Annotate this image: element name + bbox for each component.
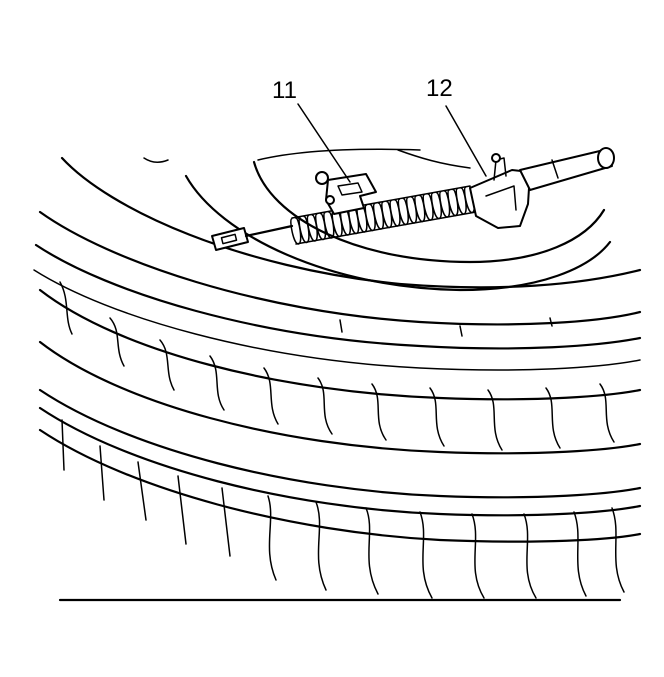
cable-spring-coils: [290, 185, 476, 245]
spring-icon: [290, 185, 477, 245]
cable-eyelet: [211, 227, 249, 251]
bracket-slot: [337, 182, 363, 196]
tread-edge-2: [38, 406, 642, 517]
tread-edge-3: [38, 428, 642, 543]
cable-wire: [244, 224, 294, 238]
sidewall-ring-3: [33, 269, 641, 371]
wheel-lip: [143, 157, 169, 163]
conduit-housing: [469, 169, 531, 229]
cable-bracket: [315, 171, 377, 215]
tread-sipes-upper: [59, 281, 615, 451]
leader-line-11: [297, 103, 351, 183]
conduit-clip-eye: [491, 153, 501, 163]
tread-shoulder-2: [38, 340, 642, 455]
conduit-tube-end: [597, 147, 615, 169]
sidewall-ring-2: [34, 243, 642, 350]
bracket-bolt: [315, 171, 329, 185]
tire-icon: [33, 156, 642, 602]
drum-inner-rim: [252, 160, 606, 264]
drum-hub-arc: [257, 148, 421, 161]
drum-hub-arc-2: [397, 149, 471, 169]
drum-outer-rim: [184, 174, 612, 292]
sidewall-tick-2: [459, 325, 463, 337]
cable-conduit: [469, 147, 615, 229]
cable-eyelet-slot: [220, 233, 238, 245]
leader-line-12: [445, 105, 487, 177]
conduit-tube-ring: [551, 159, 559, 179]
brake-cable: [211, 224, 294, 251]
callout-12: 12: [426, 75, 453, 102]
tread-blocks-lower: [61, 419, 625, 599]
spring-top-line: [291, 185, 471, 219]
sidewall-ring-1: [38, 210, 642, 326]
wheel-drum: [143, 148, 612, 292]
spring-bottom-line: [295, 211, 477, 245]
sidewall-tick-1: [339, 319, 343, 333]
tread-shoulder-1: [38, 288, 642, 401]
callout-11: 11: [272, 77, 297, 104]
bracket-rivet: [325, 195, 335, 205]
sidewall-tick-3: [549, 317, 553, 327]
conduit-housing-seam: [485, 185, 517, 211]
tread-edge-1: [38, 388, 642, 499]
